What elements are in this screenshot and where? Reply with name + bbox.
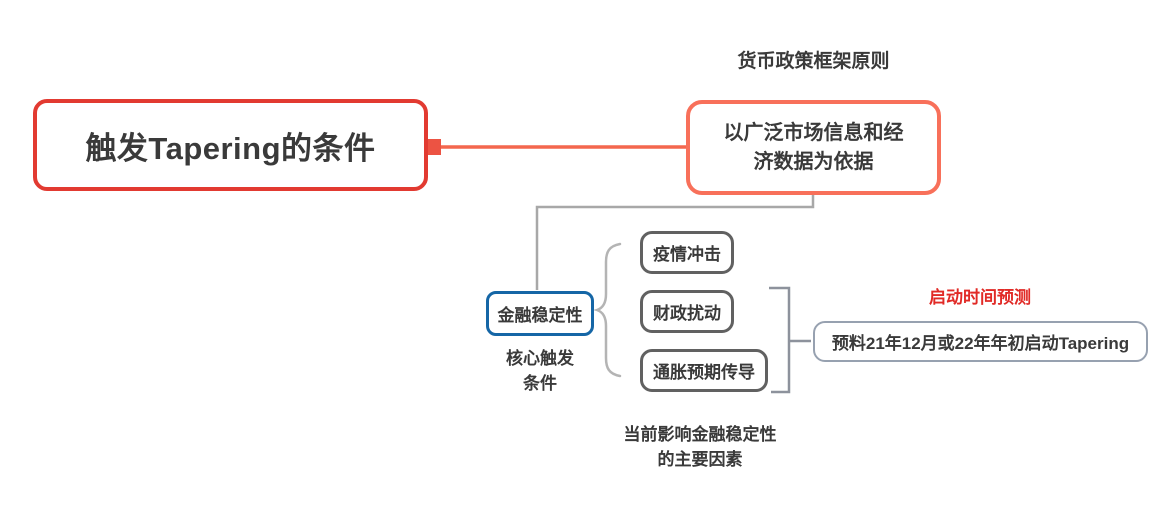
callout-stability[interactable]: 核心触发 条件 <box>506 349 574 393</box>
topic-factor-inflation[interactable]: 通胀预期传导 <box>640 349 768 392</box>
callout-factors[interactable]: 当前影响金融稳定性 的主要因素 <box>623 425 777 469</box>
topic-principle[interactable]: 以广泛市场信息和经 济数据为依据 <box>686 100 941 195</box>
bracket-factors-summary <box>769 286 811 394</box>
topic-root[interactable]: 触发Tapering的条件 <box>33 99 428 191</box>
topic-stability[interactable]: 金融稳定性 <box>486 291 594 336</box>
topic-factor-pandemic[interactable]: 疫情冲击 <box>640 231 734 274</box>
callout-summary-timing[interactable]: 启动时间预测 <box>929 288 1031 307</box>
topic-summary-timing[interactable]: 预料21年12月或22年年初启动Tapering <box>813 321 1148 362</box>
callout-principle[interactable]: 货币政策框架原则 <box>737 51 890 72</box>
topic-factor-fiscal[interactable]: 财政扰动 <box>640 290 734 333</box>
